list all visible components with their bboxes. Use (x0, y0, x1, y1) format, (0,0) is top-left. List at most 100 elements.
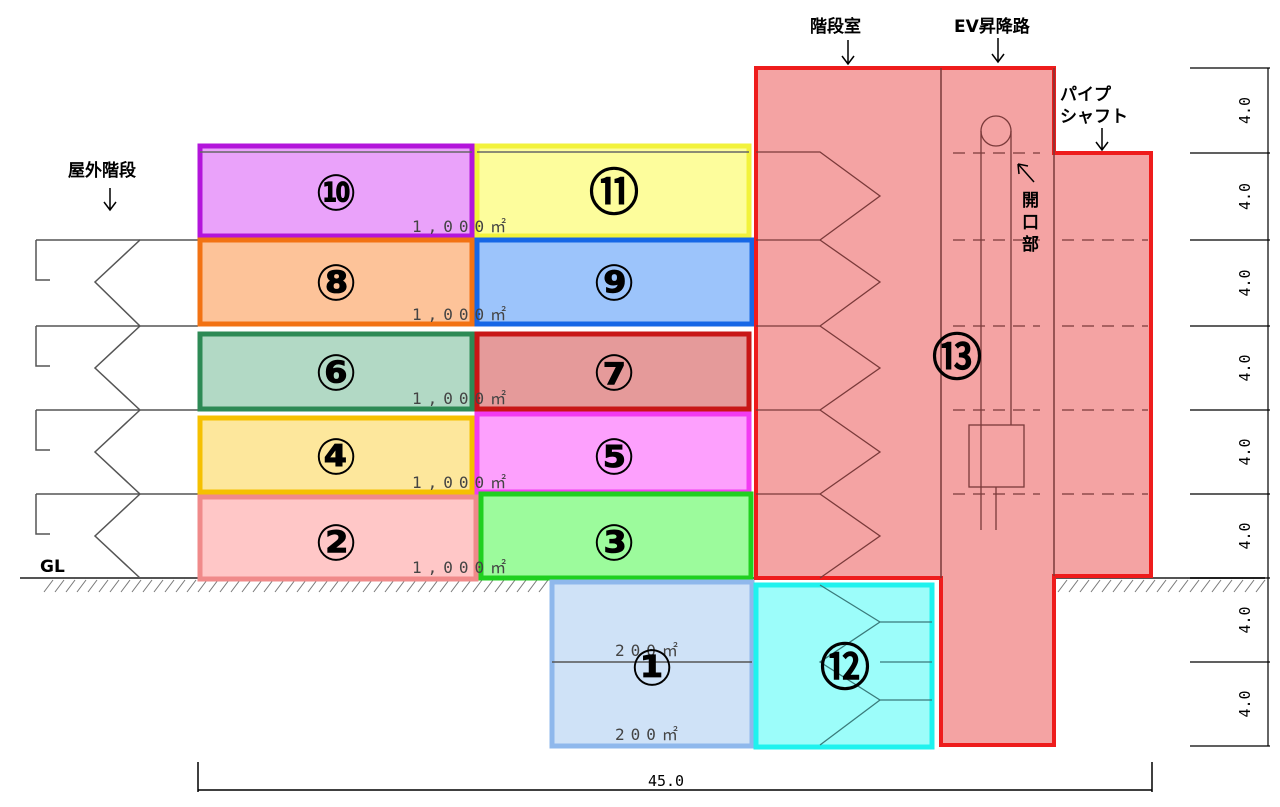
hatch-mark (120, 579, 131, 593)
zone-1[interactable] (549, 579, 755, 749)
zone-4[interactable] (197, 415, 475, 495)
area-zone-2: 1,000㎡ (412, 558, 512, 577)
zone-number-6: ⑥ (315, 344, 357, 402)
hatch-mark (340, 579, 351, 593)
width-dimension (197, 762, 1153, 792)
zone-8[interactable] (197, 237, 475, 327)
stairwell-label: 階段室 (810, 16, 861, 37)
zone-number-9: ⑨ (593, 254, 635, 312)
hatch-mark (384, 579, 395, 593)
hatch-mark (1167, 579, 1178, 593)
hatch-mark (1156, 579, 1167, 593)
hatch-mark (373, 579, 384, 593)
height-labels: 4.04.04.04.04.04.04.04.0 (1236, 97, 1254, 718)
hatch-mark (230, 579, 241, 593)
height-label: 4.0 (1236, 269, 1254, 296)
hatch-mark (395, 579, 406, 593)
hatch-mark (1200, 579, 1211, 593)
hatch-mark (1057, 579, 1068, 593)
ev-shaft-label: EV昇降路 (954, 16, 1031, 37)
hatch-mark (241, 579, 252, 593)
height-label: 4.0 (1236, 690, 1254, 717)
zone-6[interactable] (197, 331, 475, 412)
hatch-mark (142, 579, 153, 593)
hatch-mark (1068, 579, 1079, 593)
hatch-mark (1145, 579, 1156, 593)
hatch-mark (87, 579, 98, 593)
hatch-mark (65, 579, 76, 593)
zone-10[interactable] (197, 143, 475, 239)
height-label: 4.0 (1236, 522, 1254, 549)
width-label: 45.0 (648, 772, 684, 790)
hatch-mark (439, 579, 450, 593)
hatch-mark (219, 579, 230, 593)
opening-label-2: 口 (1022, 213, 1039, 233)
area-zone-1-upper: 200㎡ (615, 641, 684, 660)
hatch-mark (186, 579, 197, 593)
hatch-mark (263, 579, 274, 593)
zone-number-4: ④ (315, 428, 357, 486)
hatch-mark (252, 579, 263, 593)
zone-2[interactable] (197, 494, 479, 582)
hatch-mark (318, 579, 329, 593)
hatch-mark (472, 579, 483, 593)
hatch-mark (351, 579, 362, 593)
hatch-mark (153, 579, 164, 593)
zone-7[interactable] (474, 331, 752, 412)
hatch-mark (362, 579, 373, 593)
hatch-mark (1211, 579, 1222, 593)
height-label: 4.0 (1236, 606, 1254, 633)
hatch-mark (285, 579, 296, 593)
hatch-mark (483, 579, 494, 593)
outdoor-stair-drawing (35, 239, 198, 579)
hatch-mark (1233, 579, 1244, 593)
hatch-mark (98, 579, 109, 593)
zone-5[interactable] (474, 411, 752, 495)
hatch-mark (417, 579, 428, 593)
hatch-mark (1112, 579, 1123, 593)
hatch-mark (538, 579, 549, 593)
stairwell-drawing (756, 151, 882, 579)
hatch-mark (516, 579, 527, 593)
height-label: 4.0 (1236, 438, 1254, 465)
hatch-mark (1079, 579, 1090, 593)
arrows (103, 38, 1109, 212)
zone-number-2: ② (315, 514, 357, 572)
zone-number-12: ⑫ (820, 639, 870, 697)
zone-number-5: ⑤ (593, 428, 635, 486)
hatch-mark (1222, 579, 1233, 593)
hatch-mark (329, 579, 340, 593)
zone-number-1: ① (631, 639, 673, 697)
opening-label-1: 開 (1022, 191, 1039, 211)
zone-3[interactable] (478, 491, 754, 581)
zone-9[interactable] (474, 237, 755, 327)
hatch-mark (1134, 579, 1145, 593)
hatch-mark (208, 579, 219, 593)
hatch-mark (527, 579, 538, 593)
basement-stair-drawing (818, 584, 932, 746)
area-zone-10: 1,000㎡ (412, 217, 512, 236)
hatch-mark (43, 579, 54, 593)
zone-number-10: ⑩ (315, 164, 357, 222)
area-zone-1-lower: 200㎡ (615, 725, 684, 744)
zone-number-7: ⑦ (593, 344, 635, 402)
zone-13[interactable] (754, 66, 1153, 747)
hatch-mark (197, 579, 208, 593)
hatch-mark (494, 579, 505, 593)
opening-label-3: 部 (1022, 234, 1039, 255)
zone-11[interactable] (474, 143, 752, 239)
hatch-mark (175, 579, 186, 593)
hatch-mark (1244, 579, 1255, 593)
zone-12[interactable] (753, 582, 935, 750)
hatch-mark (1101, 579, 1112, 593)
zone-number-3: ③ (593, 514, 635, 572)
height-label: 4.0 (1236, 97, 1254, 124)
hatch-mark (450, 579, 461, 593)
hatch-mark (428, 579, 439, 593)
hatch-mark (505, 579, 516, 593)
hatch-mark (1178, 579, 1189, 593)
height-dimension-ruler (1190, 67, 1270, 747)
hatch-mark (296, 579, 307, 593)
